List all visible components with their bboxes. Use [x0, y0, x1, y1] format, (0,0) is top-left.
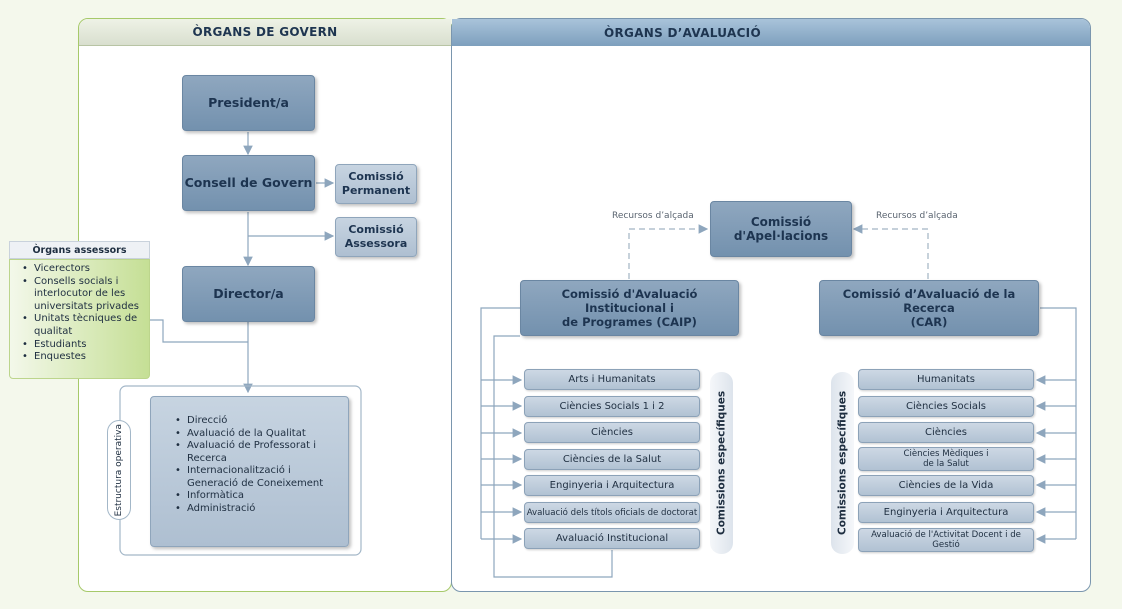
consell-govern-box: Consell de Govern	[182, 155, 315, 211]
recursos-alcada-left: Recursos d’alçada	[612, 211, 694, 221]
car-comissions-label: Comissions específiques	[836, 390, 849, 536]
caip-item: Arts i Humanitats	[524, 369, 700, 390]
caip-line2: de Programes (CAIP)	[562, 315, 697, 329]
estructura-operativa-box: Direcció Avaluació de la Qualitat Avalua…	[150, 396, 349, 547]
caip-item: Ciències Socials 1 i 2	[524, 396, 700, 417]
list-item: Enquestes	[20, 351, 145, 364]
list-item: Avaluació de la Qualitat	[173, 428, 338, 441]
recursos-alcada-right: Recursos d’alçada	[876, 211, 958, 221]
caip-comissions-label: Comissions específiques	[715, 390, 728, 536]
caip-box: Comissió d'Avaluació Institucional i de …	[520, 280, 739, 336]
list-item: Avaluació de Professorat i Recerca	[173, 440, 338, 465]
estructura-operativa-label: Estructura operativa	[114, 423, 124, 517]
caip-item: Ciències de la Salut	[524, 449, 700, 470]
list-item: Internacionalització i Generació de Cone…	[173, 465, 338, 490]
comissio-assessora-line2: Assessora	[344, 237, 408, 250]
list-item: Estudiants	[20, 339, 145, 352]
estructura-operativa-tag: Estructura operativa	[107, 420, 131, 520]
caip-item: Enginyeria i Arquitectura	[524, 475, 700, 496]
caip-item: Avaluació Institucional	[524, 528, 700, 549]
car-item: Ciències Mèdiques i de la Salut	[858, 447, 1034, 471]
caip-item: Avaluació dels títols oficials de doctor…	[524, 502, 700, 523]
car-line2: (CAR)	[910, 315, 948, 329]
organs-assessors-title: Òrgans assessors	[9, 241, 150, 259]
car-item: Humanitats	[858, 369, 1034, 390]
comissio-assessora-line1: Comissió	[348, 223, 404, 236]
car-item: Enginyeria i Arquitectura	[858, 502, 1034, 523]
list-item: Direcció	[173, 415, 338, 428]
car-item: Avaluació de l'Activitat Docent i de Ges…	[858, 528, 1034, 552]
caip-item: Ciències	[524, 422, 700, 443]
comissio-permanent-box: Comissió Permanent	[335, 164, 417, 204]
organs-assessors-list: Vicerectors Consells socials i interlocu…	[20, 263, 145, 364]
avaluacio-header: ÒRGANS D’AVALUACIÓ	[452, 19, 1090, 46]
list-item: Administració	[173, 503, 338, 516]
list-item: Consells socials i interlocutor de les u…	[20, 276, 145, 314]
car-item: Ciències de la Vida	[858, 475, 1034, 496]
caip-comissions-tag	[710, 372, 733, 554]
comissio-permanent-line2: Permanent	[341, 184, 411, 197]
car-item: Ciències	[858, 422, 1034, 443]
car-box: Comissió d’Avaluació de la Recerca (CAR)	[819, 280, 1039, 336]
estructura-list: Direcció Avaluació de la Qualitat Avalua…	[173, 415, 338, 515]
list-item: Unitats tècniques de qualitat	[20, 313, 145, 338]
director-box: Director/a	[182, 266, 315, 322]
comissio-permanent-line1: Comissió	[348, 170, 404, 183]
organs-assessors-box: Vicerectors Consells socials i interlocu…	[9, 259, 150, 379]
comissio-assessora-box: Comissió Assessora	[335, 217, 417, 257]
president-label: President/a	[208, 95, 289, 110]
caip-line1: Comissió d'Avaluació Institucional i	[561, 287, 698, 315]
apel-lacions-line1: Comissió	[750, 215, 812, 229]
president-box: President/a	[182, 75, 315, 131]
comissio-apel-lacions-box: Comissió d'Apel·lacions	[710, 201, 852, 257]
list-item: Informàtica	[173, 490, 338, 503]
apel-lacions-line2: d'Apel·lacions	[733, 229, 829, 243]
director-label: Director/a	[213, 286, 284, 301]
govern-header: ÒRGANS DE GOVERN	[79, 19, 451, 46]
car-item: Ciències Socials	[858, 396, 1034, 417]
consell-govern-label: Consell de Govern	[184, 175, 313, 190]
car-line1: Comissió d’Avaluació de la Recerca	[842, 287, 1016, 315]
list-item: Vicerectors	[20, 263, 145, 276]
car-comissions-tag	[831, 372, 854, 554]
